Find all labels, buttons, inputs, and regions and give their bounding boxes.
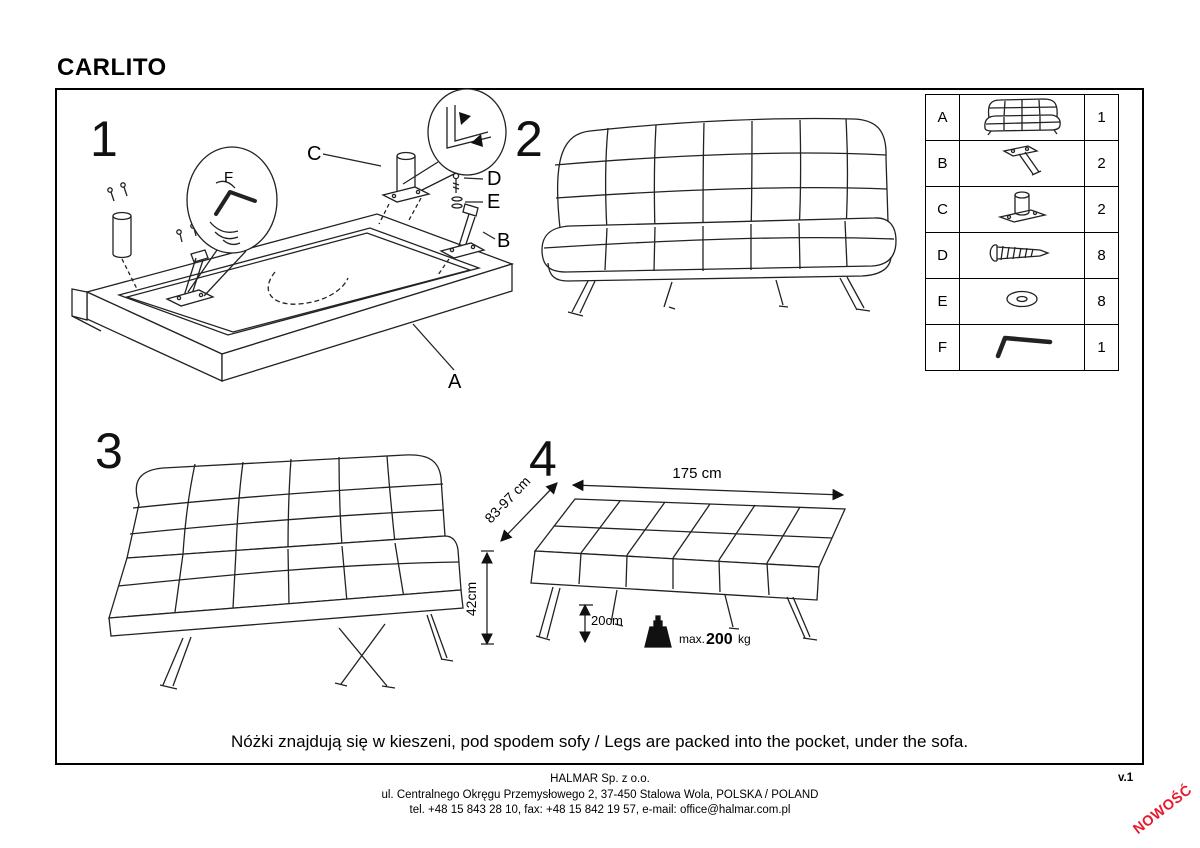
step-1-labels: C D E B A F [224, 143, 510, 393]
footer-address: ul. Centralnego Okręgu Przemysłowego 2, … [381, 788, 819, 801]
sofa-dimensioned [530, 498, 846, 641]
screw-washer-stack [451, 172, 463, 209]
label-e: E [487, 191, 500, 213]
cylinder-leg-icon [997, 191, 1048, 223]
footer-company: HALMAR Sp. z o.o. [550, 773, 650, 785]
bracket-leg-left [165, 223, 215, 307]
part-qty: 8 [1084, 278, 1119, 325]
parts-table: A 1 B [925, 94, 1119, 371]
sofa-icon [984, 98, 1061, 136]
dim-height-text: 42cm [463, 582, 479, 616]
dimension-width: 175 cm [571, 465, 845, 501]
washer-icon [1006, 290, 1038, 308]
part-qty: 8 [1084, 232, 1119, 279]
cylinder-leg-left [107, 182, 138, 290]
dimension-height: 42cm [463, 550, 494, 646]
part-id: C [925, 186, 960, 233]
part-id: B [925, 140, 960, 187]
part-id: A [925, 94, 960, 141]
part-id: E [925, 278, 960, 325]
screw-icon [989, 244, 1050, 262]
weight-prefix-text: max. [679, 632, 705, 646]
label-f: F [224, 169, 233, 186]
step-2-diagram [541, 117, 897, 317]
step-4-number: 4 [529, 431, 557, 487]
parts-row-a: A 1 [925, 94, 1119, 141]
allen-key-icon [995, 335, 1053, 359]
sofa-assembled [541, 117, 897, 317]
magnifier-hand-allen-key [186, 146, 278, 297]
diagram-frame: 1 2 3 4 [55, 88, 1144, 765]
step-3-diagram [108, 454, 464, 690]
label-b: B [497, 230, 510, 252]
page-title: CARLITO [57, 54, 167, 81]
part-qty: 1 [1084, 94, 1119, 141]
sofa-frame-upside-down [71, 213, 515, 383]
part-qty: 2 [1084, 140, 1119, 187]
parts-row-e: E 8 [925, 278, 1119, 325]
label-c: C [307, 143, 321, 165]
sofa-reclined [108, 454, 464, 690]
dim-clearance-text: 20cm [591, 613, 623, 628]
cylinder-leg-top [378, 151, 431, 225]
footer-contact: tel. +48 15 843 28 10, fax: +48 15 842 1… [409, 804, 791, 816]
part-id: F [925, 324, 960, 371]
footer: HALMAR Sp. z o.o. ul. Centralnego Okręgu… [55, 772, 1145, 819]
step-3-number: 3 [95, 423, 123, 479]
dimension-clearance: 20cm [579, 603, 623, 644]
label-a: A [448, 371, 462, 393]
step-2-number: 2 [515, 111, 543, 167]
dimension-depth: 83-97 cm [481, 473, 558, 542]
dim-width-text: 175 cm [672, 465, 721, 482]
leg-icon [1002, 145, 1042, 176]
step-1-diagram: C D E B A F [71, 88, 515, 393]
parts-row-d: D 8 [925, 232, 1119, 279]
version-label: v.1 [1118, 772, 1134, 784]
parts-row-c: C 2 [925, 186, 1119, 233]
dim-depth-text: 83-97 cm [481, 473, 533, 526]
magnifier-corner-bracket [402, 88, 507, 192]
part-qty: 1 [1084, 324, 1119, 371]
parts-row-b: B 2 [925, 140, 1119, 187]
parts-row-f: F 1 [925, 324, 1119, 371]
part-qty: 2 [1084, 186, 1119, 233]
note-text: Nóżki znajdują się w kieszeni, pod spode… [230, 732, 969, 751]
weight-unit-text: kg [738, 632, 751, 646]
weight-icon [644, 615, 672, 648]
step-1-number: 1 [90, 111, 118, 167]
weight-value-text: 200 [706, 631, 733, 648]
label-d: D [487, 168, 501, 190]
step-4-diagram: 175 cm 83-97 cm 42cm 20cm max. 200 kg [463, 465, 846, 648]
bracket-leg-right [437, 203, 486, 276]
part-id: D [925, 232, 960, 279]
max-weight: max. 200 kg [644, 615, 751, 648]
